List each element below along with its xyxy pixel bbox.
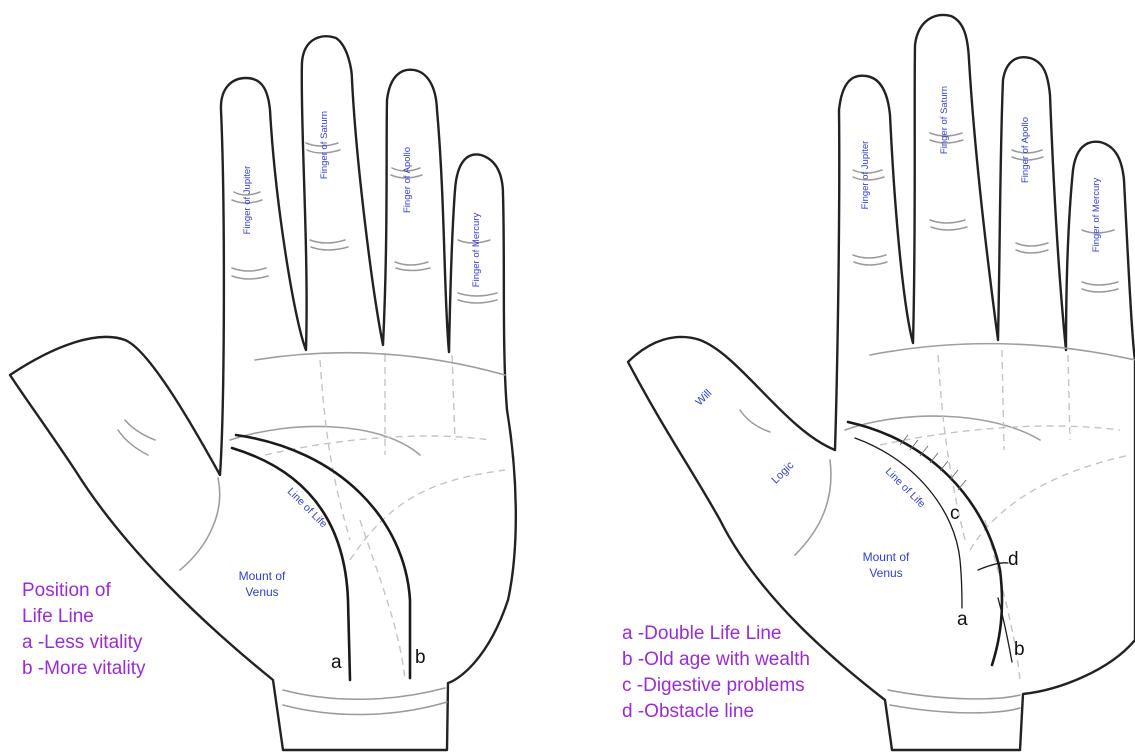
left-legend-line-3: a -Less vitality: [22, 632, 143, 653]
left-hand: Finger of Jupiter Finger of Saturn Finge…: [10, 36, 516, 750]
left-mount-label-line1: Mount of: [239, 569, 286, 583]
right-legend-line-3: c -Digestive problems: [622, 675, 805, 696]
left-marker-b: b: [415, 647, 426, 668]
right-mount-label-line1: Mount of: [863, 550, 910, 564]
left-finger-label-mercury: Finger of Mercury: [471, 213, 482, 288]
right-finger-label-jupiter: Finger of Jupiter: [860, 141, 871, 210]
right-marker-c: c: [950, 503, 960, 524]
left-mount-label-line2: Venus: [245, 585, 278, 599]
left-finger-label-jupiter: Finger of Jupiter: [242, 166, 253, 235]
left-finger-label-saturn: Finger of Saturn: [319, 111, 330, 179]
right-marker-a: a: [957, 609, 968, 630]
left-legend-line-1: Position of: [22, 580, 111, 601]
right-legend-line-1: a -Double Life Line: [622, 623, 782, 644]
right-finger-label-saturn: Finger of Saturn: [939, 86, 950, 154]
right-marker-d: d: [1008, 549, 1019, 570]
right-mount-label-line2: Venus: [869, 566, 902, 580]
right-finger-label-mercury: Finger of Mercury: [1091, 178, 1102, 253]
left-legend: Position of Life Line a -Less vitality b…: [22, 580, 146, 679]
right-hand: Finger of Jupiter Finger of Saturn Finge…: [622, 15, 1135, 750]
left-legend-line-4: b -More vitality: [22, 658, 146, 679]
right-legend-line-4: d -Obstacle line: [622, 701, 754, 722]
right-marker-b: b: [1014, 639, 1025, 660]
right-finger-label-apollo: Finger of Apollo: [1020, 117, 1031, 183]
right-legend-line-2: b -Old age with wealth: [622, 649, 810, 670]
right-legend: a -Double Life Line b -Old age with weal…: [622, 623, 810, 722]
left-marker-a: a: [331, 652, 342, 673]
left-finger-label-apollo: Finger of Apollo: [402, 147, 413, 213]
left-legend-line-2: Life Line: [22, 606, 94, 627]
